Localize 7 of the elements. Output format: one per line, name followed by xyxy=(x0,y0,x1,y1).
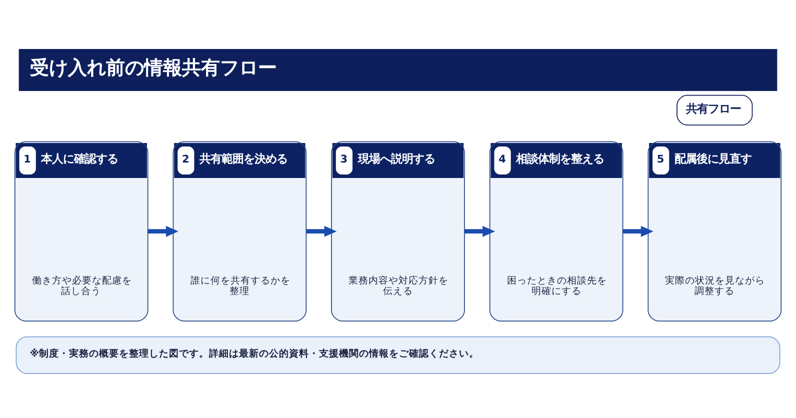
label: 共有フロー xyxy=(686,100,741,115)
arrow xyxy=(306,225,337,236)
arrow xyxy=(622,225,654,236)
arrow xyxy=(464,225,496,236)
label: ※制度・実務の概要を整理した図です。詳細は最新の公的資料・支援機関の情報をご確認ください。 xyxy=(30,348,480,360)
arrow xyxy=(148,225,178,236)
diagram-title: 受け入れ前の情報共有フロー xyxy=(30,56,277,79)
